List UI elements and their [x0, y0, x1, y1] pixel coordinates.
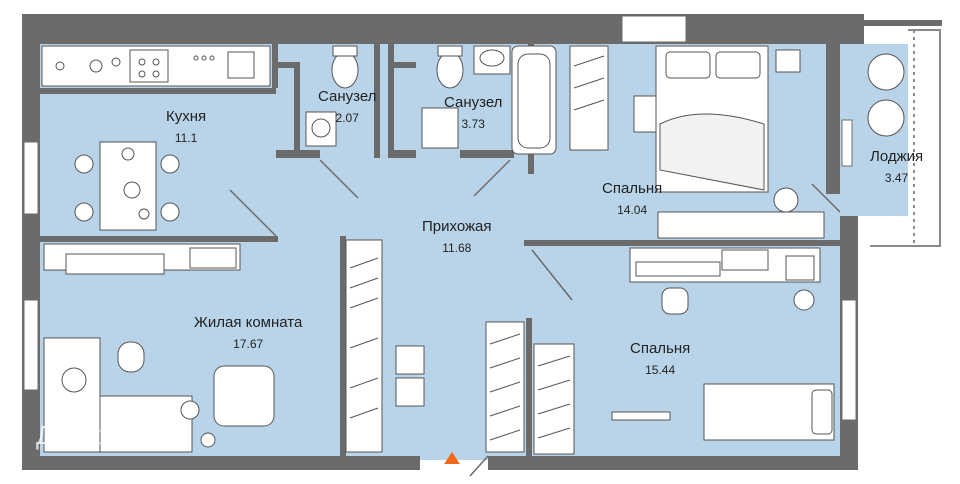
watermark: Домклик — [36, 420, 146, 450]
kitchen-counter — [41, 45, 271, 87]
room-bathroom-1: Санузел 2.07 — [318, 88, 376, 125]
room-bedroom-2-name: Спальня — [630, 340, 691, 357]
room-bedroom-2-area: 15.44 — [645, 363, 676, 377]
hall-wardrobe-right — [485, 321, 525, 453]
room-living-name: Жилая комната — [194, 314, 303, 331]
room-bedroom-2: Спальня 15.44 — [630, 340, 690, 377]
room-kitchen-area: 11.1 — [174, 131, 198, 145]
room-kitchen-name: Кухня — [166, 108, 207, 125]
bathroom-2-fixtures — [421, 45, 557, 155]
room-living-area: 17.67 — [233, 337, 264, 351]
room-bedroom-1-area: 14.04 — [617, 203, 648, 217]
door-swings — [229, 159, 841, 477]
room-hallway-area: 11.68 — [442, 241, 472, 255]
room-loggia-name: Лоджия — [870, 148, 924, 165]
room-bathroom-1-area: 2.07 — [335, 111, 359, 125]
loggia-rail — [870, 29, 941, 247]
room-living: Жилая комната 17.67 — [194, 314, 302, 351]
loggia-furniture — [867, 53, 905, 137]
bedroom-2-furniture — [533, 247, 835, 455]
room-bedroom-1-name: Спальня — [602, 180, 663, 197]
entrance-marker-icon — [444, 452, 460, 464]
room-hallway-name: Прихожая — [422, 218, 492, 235]
room-hallway: Прихожая 11.68 — [422, 218, 492, 255]
room-bathroom-2-name: Санузел — [444, 94, 503, 111]
windows — [23, 15, 857, 421]
bedroom-1-furniture — [569, 45, 825, 239]
hall-wardrobe-left — [345, 239, 425, 453]
dining-table — [74, 141, 180, 231]
room-bathroom-1-name: Санузел — [318, 88, 377, 105]
room-bathroom-2: Санузел 3.73 — [444, 94, 502, 131]
room-loggia-area: 3.47 — [884, 171, 909, 185]
living-room-furniture — [43, 243, 275, 453]
room-bathroom-2-area: 3.73 — [461, 117, 485, 131]
bathroom-1-fixtures — [305, 45, 359, 147]
room-bedroom-1: Спальня 14.04 — [602, 180, 662, 217]
room-kitchen: Кухня 11.1 — [166, 108, 206, 145]
room-loggia: Лоджия 3.47 — [870, 148, 923, 185]
